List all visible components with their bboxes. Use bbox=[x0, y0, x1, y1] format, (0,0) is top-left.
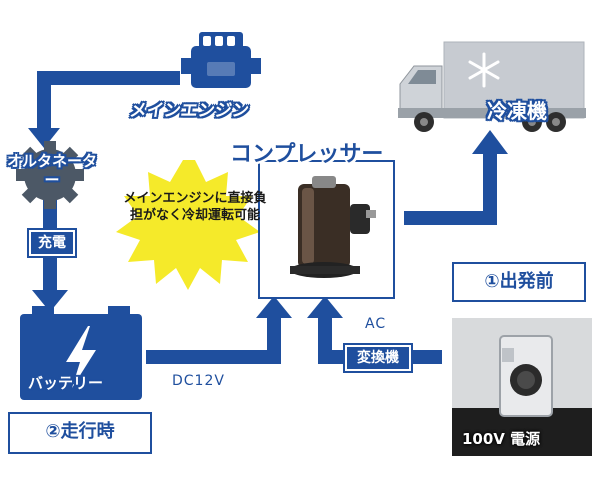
arrow-battery-to-compressor bbox=[146, 316, 281, 364]
charge-tag: 充電 bbox=[27, 228, 77, 258]
power-100v-label: 100V 電源 bbox=[462, 430, 541, 448]
arrow-battery-to-compressor-head bbox=[256, 296, 292, 318]
ac-label: AC bbox=[365, 316, 387, 332]
outlet-icon bbox=[452, 318, 592, 456]
main-engine-label: メインエンジン bbox=[128, 101, 251, 121]
compressor-icon bbox=[290, 176, 376, 278]
compressor-title: コンプレッサー bbox=[230, 142, 384, 167]
starburst-shape bbox=[116, 160, 260, 290]
engine-icon bbox=[181, 32, 261, 88]
arrow-engine-to-alternator-head bbox=[28, 128, 60, 148]
compressor-panel bbox=[258, 160, 395, 299]
before-departure-box: ①出発前 bbox=[452, 262, 586, 302]
arrow-ac-to-compressor-head bbox=[307, 296, 343, 318]
power-outlet-photo bbox=[452, 318, 592, 456]
truck-icon bbox=[398, 41, 586, 132]
arrow-compressor-to-freezer bbox=[404, 152, 497, 225]
while-driving-box: ②走行時 bbox=[8, 412, 152, 454]
alternator-label: オルタネーター bbox=[6, 152, 97, 189]
battery-icon bbox=[20, 306, 142, 400]
arrow-engine-to-alternator bbox=[37, 71, 180, 130]
no-engine-load-text: メインエンジンに直接負担がなく冷却運転可能 bbox=[123, 191, 267, 223]
dc12v-label: DC12V bbox=[172, 373, 225, 389]
snowflake-icon bbox=[468, 52, 500, 88]
converter-tag: 変換機 bbox=[343, 343, 413, 373]
alternator-gear-icon bbox=[16, 141, 84, 209]
freezer-label: 冷凍機 bbox=[487, 99, 547, 123]
arrow-alternator-to-battery-head bbox=[32, 290, 68, 312]
arrow-compressor-to-freezer-head bbox=[472, 130, 508, 154]
battery-label: バッテリー bbox=[28, 374, 104, 392]
